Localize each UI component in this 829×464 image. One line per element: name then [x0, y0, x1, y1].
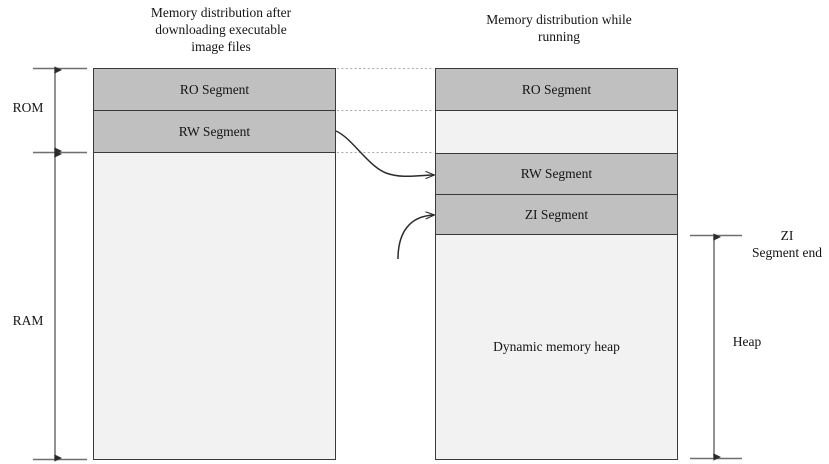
left-column-title: Memory distribution after downloading ex… — [150, 5, 292, 54]
arrow-rw-relocation — [335, 130, 434, 176]
right-segment-ro: RO Segment — [436, 69, 677, 111]
connector-dotted-lines — [337, 68, 434, 153]
left-segment-ro: RO Segment — [94, 69, 335, 111]
dimension-label-ram: RAM — [12, 313, 44, 328]
left-memory-column: RO Segment RW Segment — [93, 68, 336, 460]
right-segment-heap-label: Dynamic memory heap — [493, 339, 620, 354]
right-memory-column: RO Segment RW Segment ZI Segment Dynamic… — [435, 68, 678, 460]
dimension-label-zi-segment-end: ZI Segment end — [751, 228, 823, 260]
dimension-label-heap: Heap — [732, 334, 762, 349]
right-segment-zi: ZI Segment — [436, 195, 677, 235]
right-column-title: Memory distribution while running — [486, 12, 632, 44]
left-dimension-ticks — [33, 67, 87, 461]
arrow-zi-creation — [397, 215, 434, 260]
left-segment-rw: RW Segment — [94, 111, 335, 153]
right-segment-rw: RW Segment — [436, 153, 677, 195]
dimension-label-rom: ROM — [12, 100, 44, 115]
